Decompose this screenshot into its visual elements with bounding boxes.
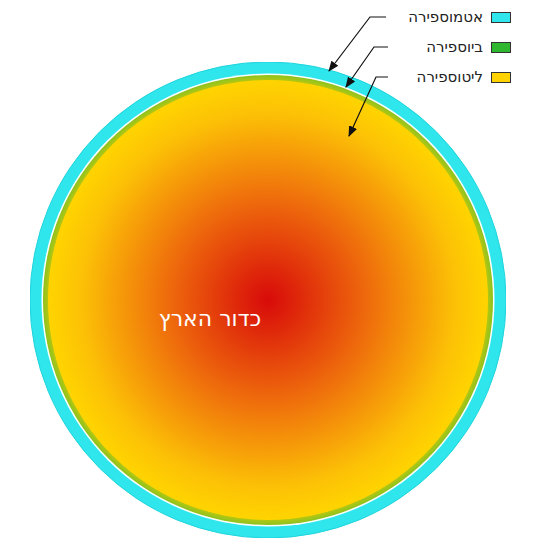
node-label: כדור הארץ: [159, 306, 261, 331]
atmosphere-ring: [30, 62, 506, 538]
legend-swatch: [491, 12, 511, 23]
earth-globe: כדור הארץ: [30, 62, 506, 538]
legend-label: ליטוספירה: [417, 68, 483, 86]
legend-swatch: [491, 72, 511, 83]
leader-line: [329, 17, 386, 71]
globe-shape: [30, 62, 506, 538]
legend-entry: ביוספירה: [426, 38, 511, 56]
biosphere-ring: [43, 75, 493, 525]
legend-label: ביוספירה: [426, 38, 483, 56]
legend-label: אטמוספירה: [408, 8, 483, 26]
legend-swatch: [491, 42, 511, 53]
lithosphere-core: [48, 80, 488, 520]
ring-gap: [42, 74, 495, 527]
legend-entry: ליטוספירה: [417, 68, 511, 86]
legend-entry: אטמוספירה: [408, 8, 511, 26]
